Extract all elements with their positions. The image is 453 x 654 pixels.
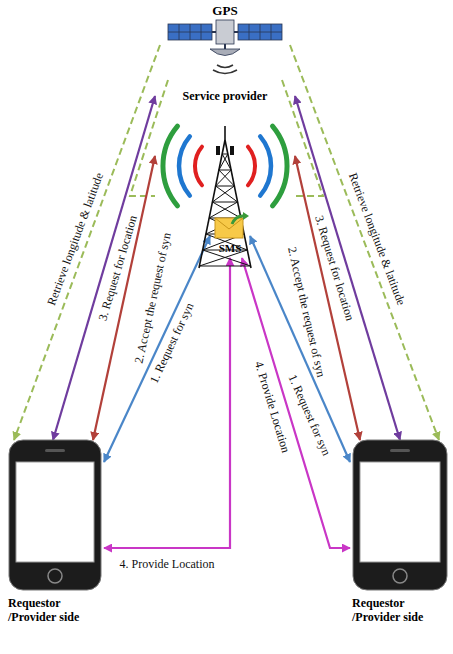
service-provider-tower-drawing [155,88,295,268]
message-arrow [104,258,230,548]
service-provider-tower: Service providerSMS [155,88,295,268]
edge-label: Retrieve longitude & latitude [345,169,408,307]
message-arrow [242,258,350,548]
gps-satellite-label: GPS [212,3,237,18]
edge-label: 2. Accept the request of syn [284,244,328,379]
sms-envelope: SMS [210,214,250,258]
service-provider-tower-label: Service provider [183,89,268,104]
sms-envelope-label: SMS [219,241,242,256]
edge-label: 3. Request for location [311,213,357,324]
edge-label: 4. Provide Location [119,557,216,571]
edge-label: 3. Request for location [95,213,140,324]
edge-label: 1. Request for syn [285,371,334,458]
sms-envelope-drawing [210,214,250,240]
dashed-link [290,45,439,440]
mobile-phone: Requestor /Provider side [6,440,104,650]
edge-label: 4. Provide Location [251,359,293,456]
mobile-phone-label: Requestor /Provider side [8,596,80,624]
mobile-phone-label: Requestor /Provider side [352,596,424,624]
gps-satellite: GPS [160,2,290,80]
mobile-phone-drawing [6,440,104,592]
mobile-phone-drawing [350,440,450,592]
edge-label: Retrieve longitude & latitude [44,169,106,307]
dashed-link [14,45,160,440]
mobile-phone: Requestor /Provider side [350,440,450,650]
